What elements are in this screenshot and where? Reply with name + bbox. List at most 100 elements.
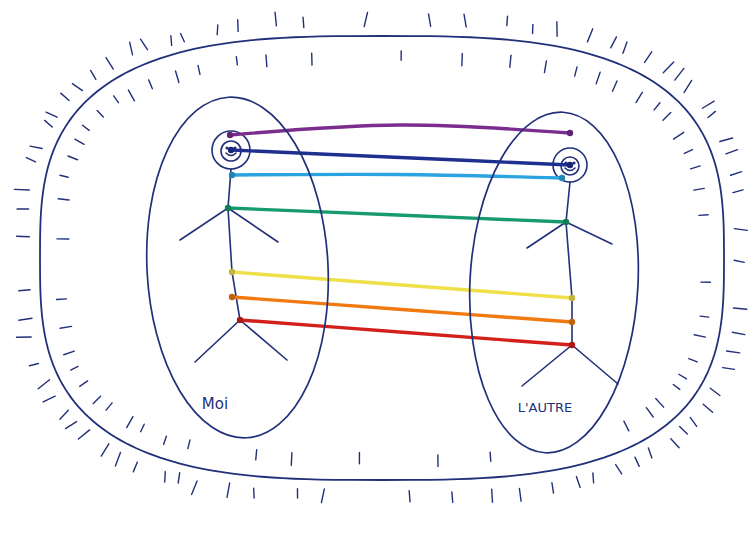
aura-hatch: [596, 72, 600, 84]
aura-hatch: [576, 477, 580, 488]
aura-hatch: [170, 36, 172, 46]
aura-hatch: [611, 37, 617, 48]
aura-hatch: [265, 55, 267, 67]
aura-hatch: [612, 81, 616, 91]
aura-hatch: [656, 398, 664, 407]
aura-hatch: [297, 489, 298, 498]
aura-hatch: [178, 473, 179, 483]
aura-hatch: [164, 436, 167, 444]
aura-hatch: [587, 29, 592, 42]
aura-hatch: [702, 101, 714, 108]
energy-link-group: [229, 294, 575, 325]
aura-hatch: [82, 125, 89, 130]
aura-hatch: [26, 158, 35, 162]
aura-hatch: [544, 61, 546, 73]
aura-hatch: [141, 39, 148, 50]
aura-outline: [40, 36, 724, 480]
aura-hatch: [733, 190, 743, 193]
energy-link: [232, 272, 572, 298]
aura-hatch: [93, 396, 100, 403]
aura-hatch: [727, 351, 740, 353]
chakra-dot: [563, 219, 569, 225]
aura-hatch: [428, 14, 430, 26]
aura-hatch: [575, 67, 577, 76]
aura-hatch: [510, 55, 511, 67]
aura-hatch: [663, 62, 673, 73]
aura-hatch: [227, 483, 230, 497]
aura-hatch: [734, 260, 744, 262]
aura-hatch: [654, 103, 660, 110]
aura-hatch: [461, 53, 463, 65]
aura-hatch: [71, 366, 78, 370]
aura-hatch: [78, 430, 89, 439]
aura-hatch: [734, 229, 747, 231]
aura-hatch: [133, 462, 137, 472]
chakra-dot: [237, 317, 243, 323]
aura-hatch: [364, 12, 367, 26]
aura-hatch: [291, 453, 293, 466]
energy-link: [232, 297, 572, 322]
energy-link-group: [229, 269, 575, 301]
energy-link: [231, 150, 570, 165]
aura-hatch: [176, 71, 179, 82]
aura-hatch: [106, 403, 112, 410]
aura-hatch: [17, 208, 29, 209]
chakra-dot: [567, 130, 573, 136]
aura-hatch: [321, 489, 324, 503]
energy-link: [240, 320, 572, 345]
aura-hatch: [635, 457, 639, 466]
chakra-dot: [569, 295, 575, 301]
aura-hatch: [255, 450, 257, 460]
aura-hatch: [723, 368, 735, 370]
energy-link-group: [237, 317, 575, 348]
aura-hatch: [408, 491, 410, 502]
aura-hatch: [128, 90, 134, 101]
aura-hatch: [673, 384, 679, 389]
aura-hatch: [451, 492, 453, 502]
aura-hatch: [30, 364, 39, 366]
aura-hatch: [689, 359, 697, 362]
aura-hatch: [684, 80, 692, 92]
aura-hatch: [694, 188, 704, 190]
stick-figure: [180, 131, 287, 362]
aura-hatch: [359, 453, 360, 464]
aura-hatch: [45, 120, 53, 127]
aura-hatch: [275, 12, 276, 26]
aura-hatch: [679, 374, 687, 379]
aura-hatch: [16, 336, 31, 338]
aura-hatch: [19, 318, 32, 320]
aura-hatch: [646, 408, 653, 417]
aura-hatch: [14, 189, 29, 191]
aura-hatch: [671, 439, 679, 448]
aura-hatch: [114, 96, 119, 103]
aura-hatch: [703, 404, 712, 412]
stick-figure: [522, 148, 618, 386]
chakra-dot: [569, 342, 575, 348]
aura-hatch: [691, 166, 700, 169]
aura-hatch: [663, 113, 671, 121]
aura-hatch: [710, 388, 720, 395]
aura-hatch: [556, 22, 558, 37]
aura-hatch: [68, 156, 77, 160]
oval-outline: [461, 108, 647, 457]
energy-link-group: [228, 147, 573, 168]
aura-hatch: [97, 111, 103, 118]
aura-hatch: [188, 440, 190, 449]
chakra-dot: [567, 162, 573, 168]
aura-hatch: [674, 132, 684, 139]
aura-hatch: [149, 80, 153, 89]
aura-hatching: [14, 12, 747, 502]
aura-hatch: [130, 42, 133, 55]
aura-hatch: [192, 481, 198, 494]
aura-hatch: [731, 172, 742, 176]
aura-hatch: [19, 289, 30, 291]
aura-hatch: [115, 452, 120, 465]
aura-hatch: [237, 20, 239, 32]
aura-hatch: [30, 146, 42, 148]
aura-hatch: [733, 308, 746, 309]
aura-hatch: [236, 57, 237, 65]
chakra-dot: [227, 132, 233, 138]
aura-hatch: [253, 488, 255, 498]
